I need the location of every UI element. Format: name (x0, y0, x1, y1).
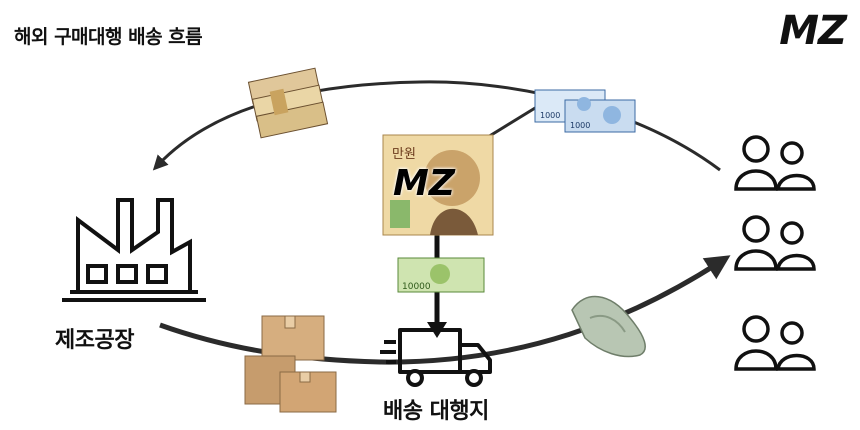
svg-text:만원: 만원 (392, 147, 416, 162)
factory-label: 제조공장 (55, 328, 134, 353)
money-stack-image (247, 67, 329, 139)
customer-icon (734, 135, 816, 191)
cardboard-boxes-image (244, 315, 337, 413)
factory-icon (62, 198, 206, 302)
customer-icon (734, 215, 816, 271)
svg-text:1000: 1000 (570, 121, 590, 130)
large-banknote-image: 만원 (382, 134, 494, 236)
customer-icon (734, 315, 816, 371)
blue-banknotes-image: 1000 1000 (534, 89, 636, 133)
shipping-agent-label: 배송 대행지 (383, 399, 489, 424)
svg-text:1000: 1000 (540, 111, 560, 120)
green-banknote-image: 10000 (397, 257, 485, 293)
slipper-product-image (571, 295, 646, 358)
svg-text:10000: 10000 (402, 282, 431, 292)
page-title: 해외 구매대행 배송 흐름 (14, 26, 203, 48)
bill-brand-overlay: MZ (393, 163, 455, 204)
delivery-truck-icon (380, 328, 492, 387)
brand-logo: MZ (779, 8, 847, 54)
